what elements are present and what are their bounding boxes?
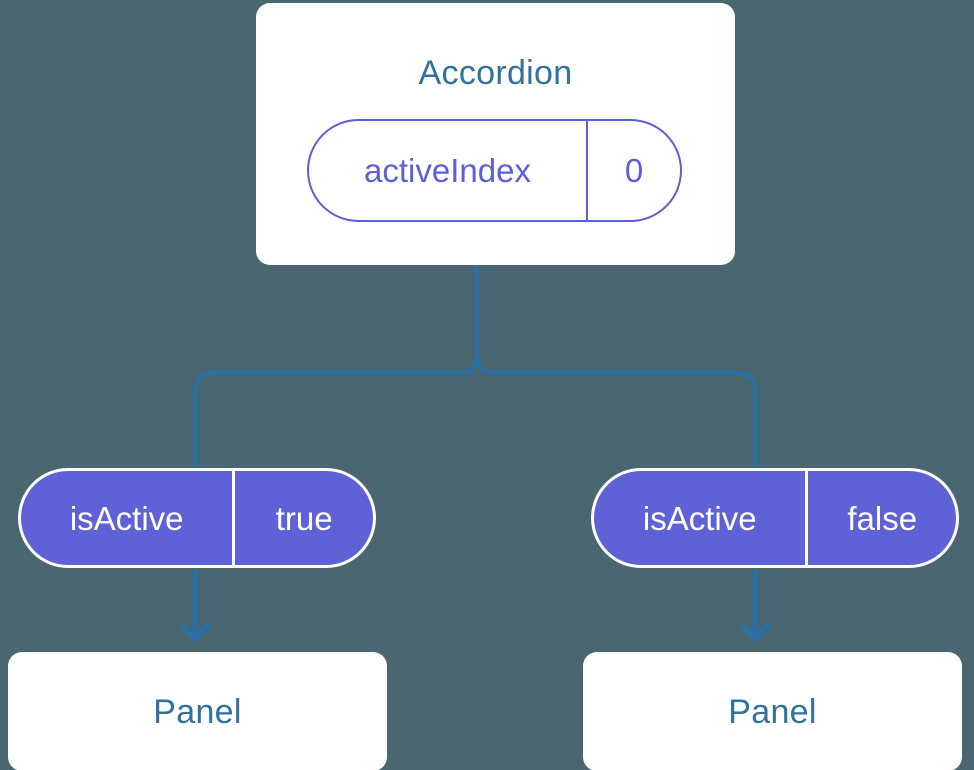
state-badge-key: activeIndex — [364, 152, 531, 189]
panel-component-card-left[interactable]: Panel — [8, 652, 387, 770]
prop-badge-key: isActive — [642, 499, 757, 537]
state-badge-value: 0 — [586, 121, 680, 220]
prop-to-panel-arrow-left-icon — [179, 569, 211, 642]
panel-title: Panel — [153, 692, 242, 731]
prop-badge-key: isActive — [69, 499, 184, 537]
tree-connector-path-right — [475, 264, 757, 468]
state-badge-activeIndex[interactable]: activeIndex 0 — [307, 119, 682, 222]
prop-to-panel-arrow-right-icon — [739, 569, 771, 642]
panel-title: Panel — [728, 692, 817, 731]
accordion-title: Accordion — [418, 54, 573, 92]
prop-badge-value: true — [232, 471, 373, 565]
prop-badge-value: false — [805, 471, 956, 565]
prop-badge-isActive-left[interactable]: isActive true — [18, 468, 376, 568]
tree-connector-path — [193, 264, 479, 468]
prop-badge-isActive-right[interactable]: isActive false — [591, 468, 959, 568]
panel-component-card-right[interactable]: Panel — [583, 652, 962, 770]
